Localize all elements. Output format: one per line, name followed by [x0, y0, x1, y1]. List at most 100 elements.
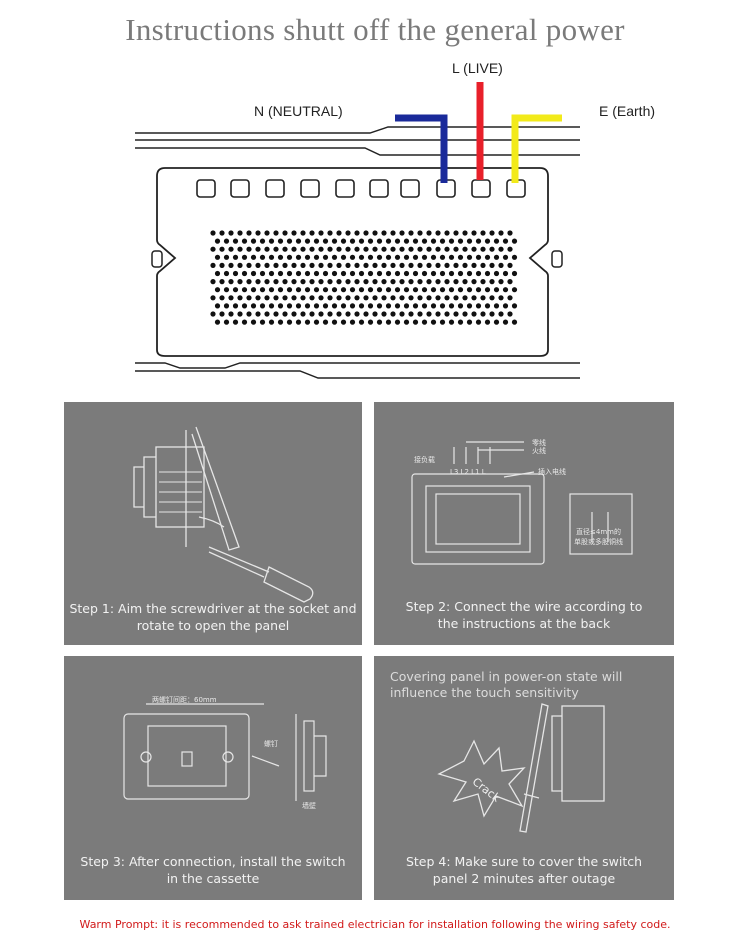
grille-hole [453, 230, 459, 236]
grille-hole [286, 254, 293, 260]
grille-hole [291, 295, 297, 301]
grille-hole [381, 262, 387, 268]
grille-hole [399, 246, 405, 252]
grille-hole [507, 262, 513, 268]
grille-hole [457, 270, 464, 277]
grille-hole [237, 311, 243, 317]
grille-hole [489, 246, 495, 252]
grille-hole [358, 254, 365, 260]
grille-hole [363, 246, 369, 252]
warning-prompt: Warm Prompt: it is recommended to ask tr… [79, 918, 671, 931]
grille-hole [255, 262, 261, 268]
grille-hole [232, 319, 239, 325]
grille-hole [493, 319, 500, 325]
screwdriver-sketch [133, 426, 314, 603]
grille-hole [435, 295, 441, 301]
grille-hole [291, 311, 297, 317]
wall-lines [135, 126, 580, 379]
grille-hole [421, 319, 428, 325]
grille-hole [282, 246, 288, 252]
grille-hole [511, 287, 518, 293]
grille-hole [295, 254, 302, 260]
grille-hole [345, 246, 351, 252]
grille-hole [376, 238, 383, 244]
grille-hole [372, 262, 378, 268]
grille-hole [439, 238, 446, 244]
grille-hole [250, 303, 257, 309]
grille-hole [466, 319, 473, 325]
grille-hole [300, 279, 306, 285]
grille-hole [471, 311, 477, 317]
grille-hole [439, 287, 446, 293]
grille-hole [493, 303, 500, 309]
grille-hole [336, 279, 342, 285]
grille-hole [259, 270, 266, 277]
grille-hole [250, 254, 257, 260]
grille-hole [273, 230, 279, 236]
grille-hole [412, 303, 419, 309]
grille-hole [439, 303, 446, 309]
grille-hole [232, 270, 239, 277]
grille-hole [489, 279, 495, 285]
grille-hole [241, 287, 248, 293]
grille-hole [219, 295, 225, 301]
grille-hole [435, 279, 441, 285]
terminal-slot [471, 179, 491, 198]
grille-hole [291, 262, 297, 268]
terminal-slot [265, 179, 285, 198]
grille-hole [412, 270, 419, 277]
grille-hole [412, 319, 419, 325]
step4-note-line1: Covering panel in power-on state will [390, 669, 623, 684]
grille-hole [219, 311, 225, 317]
grille-hole [349, 287, 356, 293]
grille-hole [448, 254, 455, 260]
grille-hole [511, 303, 518, 309]
grille-hole [322, 319, 329, 325]
grille-hole [376, 319, 383, 325]
grille-hole [358, 319, 365, 325]
grille-hole [403, 238, 410, 244]
grille-hole [295, 319, 302, 325]
grille-hole [484, 270, 491, 277]
grille-hole [430, 287, 437, 293]
grille-hole [385, 238, 392, 244]
grille-hole [376, 287, 383, 293]
grille-hole [340, 303, 347, 309]
grille-hole [408, 279, 414, 285]
grille-hole [210, 279, 216, 285]
grille-hole [390, 279, 396, 285]
grille-hole [484, 254, 491, 260]
grille-hole [345, 262, 351, 268]
grille-hole [417, 246, 423, 252]
grille-hole [219, 246, 225, 252]
grille-hole [223, 238, 230, 244]
grille-hole [498, 295, 504, 301]
grille-hole [480, 246, 486, 252]
grille-hole [219, 279, 225, 285]
grille-hole [349, 254, 356, 260]
neutral-wire-label: N (NEUTRAL) [254, 103, 343, 119]
grille-hole [394, 270, 401, 277]
grille-hole [318, 230, 324, 236]
grille-hole [237, 230, 243, 236]
grille-hole [264, 311, 270, 317]
grille-hole [507, 246, 513, 252]
grille-hole [502, 254, 509, 260]
grille-hole [448, 270, 455, 277]
cassette-install-sketch: 两螺钉间距：60mm 螺钉 墙壁 [123, 695, 327, 810]
grille-hole [412, 287, 419, 293]
grille-hole [259, 303, 266, 309]
grille-hole [268, 238, 275, 244]
grille-hole [489, 262, 495, 268]
grille-hole [484, 287, 491, 293]
grille-hole [300, 295, 306, 301]
grille-hole [462, 246, 468, 252]
grille-hole [475, 319, 482, 325]
grille-hole [444, 311, 450, 317]
terminal-slot [230, 179, 250, 198]
grille-hole [309, 230, 315, 236]
grille-hole [282, 295, 288, 301]
grille-hole [327, 246, 333, 252]
grille-hole [475, 303, 482, 309]
load-label: 接负载 [414, 455, 435, 464]
